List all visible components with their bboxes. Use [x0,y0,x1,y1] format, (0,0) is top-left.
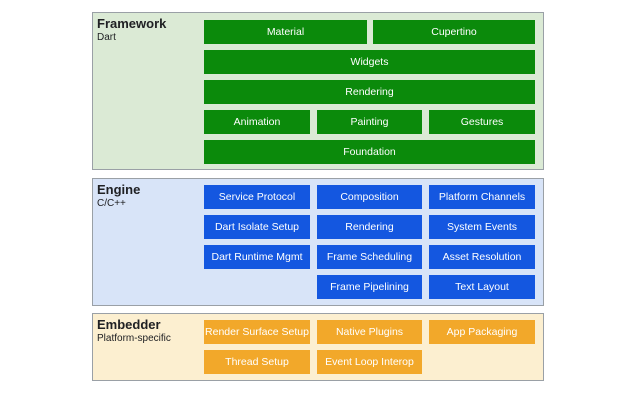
engine-box-system-events: System Events [429,215,535,239]
engine-subtitle: C/C++ [97,198,126,209]
engine-box-composition: Composition [317,185,422,209]
embedder-box-event-loop-interop: Event Loop Interop [317,350,422,374]
engine-box-platform-channels: Platform Channels [429,185,535,209]
framework-box-animation: Animation [204,110,310,134]
engine-box-rendering: Rendering [317,215,422,239]
engine-box-frame-scheduling: Frame Scheduling [317,245,422,269]
embedder-title: Embedder [97,317,161,332]
framework-box-painting: Painting [317,110,422,134]
embedder-box-render-surface-setup: Render Surface Setup [204,320,310,344]
embedder-box-thread-setup: Thread Setup [204,350,310,374]
engine-box-frame-pipelining: Frame Pipelining [317,275,422,299]
embedder-box-native-plugins: Native Plugins [317,320,422,344]
engine-box-text-layout: Text Layout [429,275,535,299]
engine-box-dart-runtime-mgmt: Dart Runtime Mgmt [204,245,310,269]
framework-box-material: Material [204,20,367,44]
engine-box-service-protocol: Service Protocol [204,185,310,209]
engine-title: Engine [97,182,141,197]
framework-title: Framework [97,16,167,31]
framework-box-gestures: Gestures [429,110,535,134]
framework-subtitle: Dart [97,32,116,43]
engine-box-dart-isolate-setup: Dart Isolate Setup [204,215,310,239]
engine-box-asset-resolution: Asset Resolution [429,245,535,269]
framework-box-widgets: Widgets [204,50,535,74]
framework-box-foundation: Foundation [204,140,535,164]
embedder-box-app-packaging: App Packaging [429,320,535,344]
framework-box-rendering: Rendering [204,80,535,104]
framework-box-cupertino: Cupertino [373,20,535,44]
embedder-subtitle: Platform-specific [97,333,171,344]
